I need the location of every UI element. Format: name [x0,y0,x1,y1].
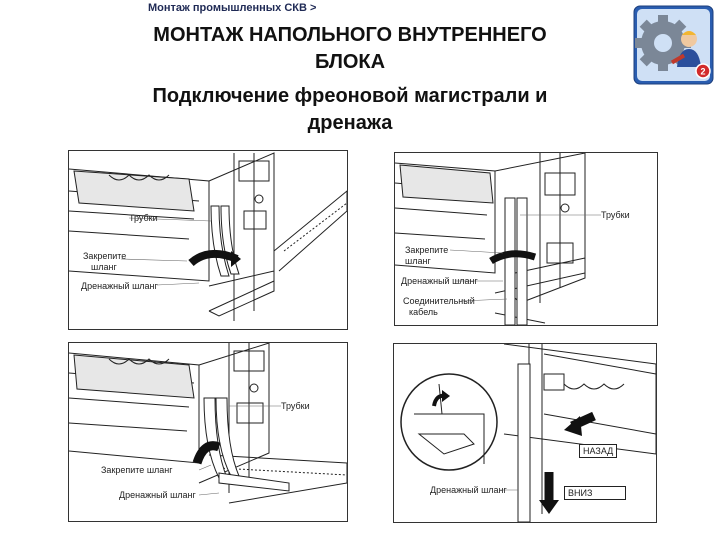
label-drain-hose: Дренажный шланг [81,281,158,291]
diagram-panel-1: Трубки Закрепите шланг Дренажный шланг [68,150,348,330]
label-fix-hose-line-2: шланг [405,256,431,266]
label-back: НАЗАД [579,444,618,458]
label-fix-hose-line-1: Закрепите [405,245,449,255]
label-drain-hose: Дренажный шланг [430,485,507,495]
label-fix-hose: Закрепите шланг [101,465,173,475]
label-pipes: Трубки [601,210,630,220]
label-pipes: Трубки [281,401,310,411]
page-subtitle-line-1: Подключение фреоновой магистрали и [152,85,548,107]
page-title-line-1: МОНТАЖ НАПОЛЬНОГО ВНУТРЕННЕГО [153,24,547,46]
label-connecting-cable-line-1: Соединительный [403,296,475,306]
diagram-panel-3: Трубки Закрепите шланг Дренажный шланг [68,342,348,522]
label-connecting-cable-line-2: кабель [409,307,438,317]
diagram-panel-4: НАЗАД ВНИЗ Дренажный шланг [393,343,657,523]
label-drain-hose: Дренажный шланг [119,490,196,500]
label-fix-hose-line-2: шланг [91,262,117,272]
label-drain-hose: Дренажный шланг [401,276,478,286]
page-subtitle-line-2: дренажа [307,112,393,134]
label-down: ВНИЗ [564,486,626,500]
page-title-line-2: БЛОКА [314,51,386,73]
gear-worker-icon[interactable]: 2 [633,5,714,85]
label-fix-hose-line-1: Закрепите [83,251,127,261]
svg-text:2: 2 [700,67,705,77]
breadcrumb[interactable]: Монтаж промышленных СКВ > [148,2,317,14]
diagram-panel-2: Трубки Закрепите шланг Дренажный шланг С… [394,152,658,326]
label-pipes: Трубки [129,213,158,223]
